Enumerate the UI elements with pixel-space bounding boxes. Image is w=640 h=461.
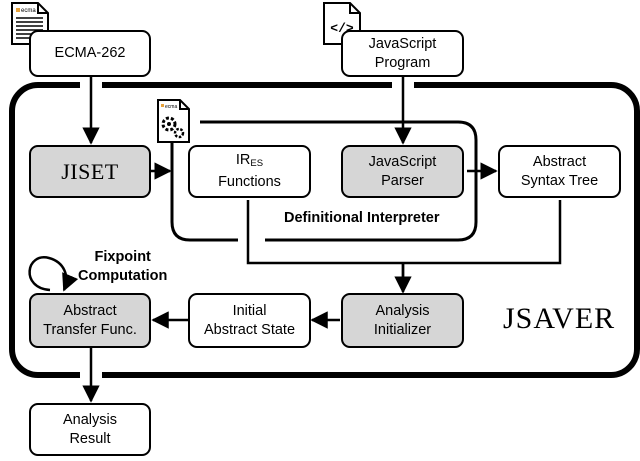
ir-functions-box: IRES Functions — [188, 145, 311, 198]
ecma262-label: ECMA-262 — [54, 45, 126, 61]
definitional-interpreter-label: Definitional Interpreter — [284, 210, 440, 226]
js-program-box: JavaScript Program — [341, 30, 464, 77]
svg-text:ecma: ecma — [21, 8, 36, 14]
ast-box: Abstract Syntax Tree — [498, 145, 621, 198]
abstract-transfer-box: Abstract Transfer Func. — [29, 293, 151, 348]
svg-text:ecma: ecma — [165, 104, 177, 110]
jsaver-title: JSAVER — [503, 302, 616, 335]
ir-line2: Functions — [218, 174, 281, 190]
ir-subscript: ES — [250, 158, 264, 169]
jsaver-container — [9, 82, 640, 378]
jiset-box: JISET — [29, 145, 151, 198]
analysis-initializer-label: Analysis Initializer — [373, 302, 432, 338]
jiset-label: JISET — [61, 159, 119, 184]
fixpoint-loop-arrow — [28, 256, 79, 292]
abstract-transfer-label: Abstract Transfer Func. — [43, 302, 137, 338]
analysis-result-label: Analysis Result — [63, 411, 117, 447]
gears-document-icon: ecma — [157, 99, 190, 143]
analysis-result-box: Analysis Result — [29, 403, 151, 456]
js-program-label: JavaScript Program — [368, 35, 437, 71]
js-parser-box: JavaScript Parser — [341, 145, 464, 198]
initial-state-label: Initial Abstract State — [203, 302, 296, 338]
interpreter-bracket — [170, 120, 478, 242]
ir-main: IR — [235, 152, 251, 168]
js-parser-label: JavaScript Parser — [368, 153, 437, 189]
ir-functions-label: IRES Functions — [218, 151, 281, 192]
analysis-initializer-box: Analysis Initializer — [341, 293, 464, 348]
ast-label: Abstract Syntax Tree — [520, 153, 599, 189]
ecma262-box: ECMA-262 — [29, 30, 151, 77]
fixpoint-computation-label: Fixpoint Computation — [78, 249, 168, 284]
initial-state-box: Initial Abstract State — [188, 293, 311, 348]
